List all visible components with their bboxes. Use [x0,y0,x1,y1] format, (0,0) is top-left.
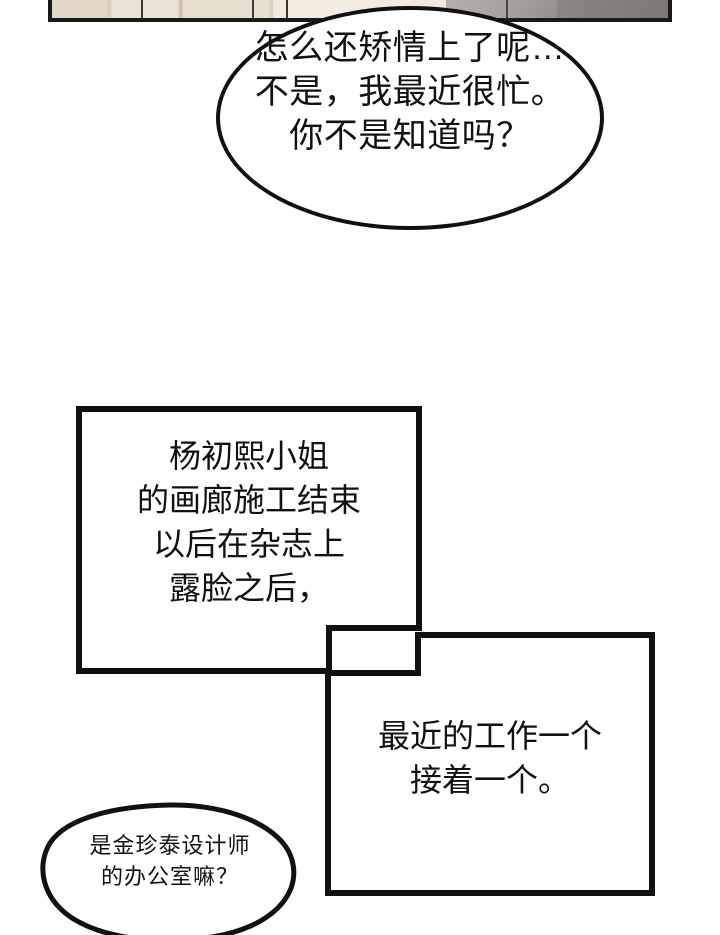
bubble-line: 是金珍泰设计师 [89,833,251,858]
narration-line: 以后在杂志上 [152,526,345,563]
speech-bubble-text-1: 怎么还矫情上了呢… 不是，我最近很忙。 你不是知道吗？ [255,26,566,159]
narration-line: 接着一个。 [409,762,570,799]
narration-line: 的画廊施工结束 [136,482,361,519]
speech-bubble-text-4: 是金珍泰设计师 的办公室嘛？ [34,830,306,892]
speech-bubble-4-outline [40,802,297,935]
bubble-line: 你不是知道吗？ [289,117,531,156]
narration-box-2: 杨初熙小姐 的画廊施工结束 以后在杂志上 露脸之后， [76,406,422,674]
bubble-line: 怎么还矫情上了呢… [254,29,566,67]
narration-box-3: 最近的工作一个 接着一个。 [325,632,655,896]
bubble-line: 不是，我最近很忙。 [254,73,566,112]
bubble-line: 的办公室嘛？ [100,864,239,890]
grey-mass-dark [557,0,668,18]
narration-box-2-text: 杨初熙小姐 的画廊施工结束 以后在杂志上 露脸之后， [76,434,422,611]
narration-box-2-outline [76,406,422,674]
narration-box-3-outline [325,632,655,896]
wall-seam-line [252,0,255,18]
speech-bubble-dialogue-4: 是金珍泰设计师 的办公室嘛？ [34,800,306,935]
narration-line: 露脸之后， [168,570,329,607]
narration-box-3-text: 最近的工作一个 接着一个。 [325,714,655,802]
narration-line: 最近的工作一个 [377,718,602,754]
speech-bubble-dialogue-1: 怎么还矫情上了呢… 不是，我最近很忙。 你不是知道吗？ [216,6,604,230]
wall-seam-line [141,0,144,18]
grey-mass-notch [505,0,508,18]
narration-line: 杨初熙小姐 [168,438,329,474]
